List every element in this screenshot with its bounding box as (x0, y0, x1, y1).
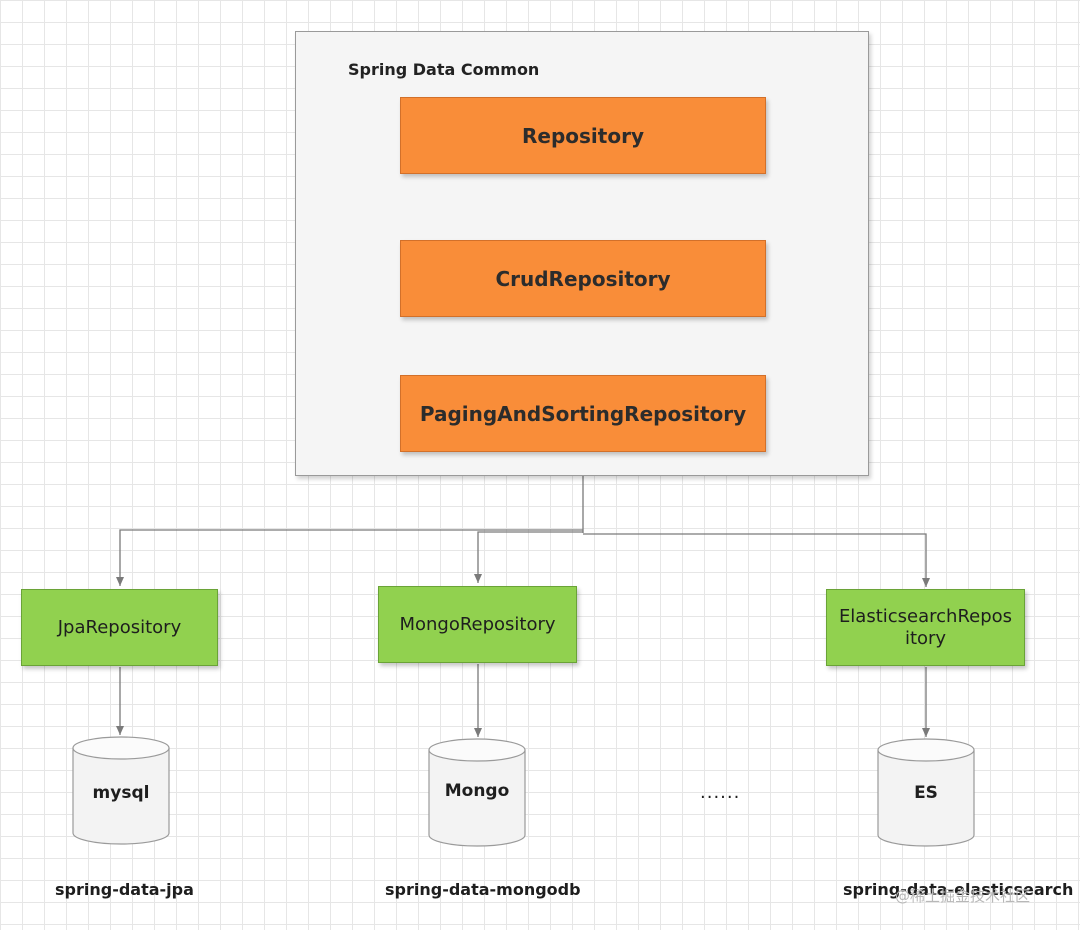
mysql-database[interactable]: mysql (72, 736, 170, 846)
database-cylinder-icon (72, 736, 170, 845)
elasticsearch-repository-box[interactable]: ElasticsearchRepos itory (826, 589, 1025, 666)
branch-elastic (583, 533, 930, 587)
module-label-mongodb: spring-data-mongodb (385, 880, 581, 899)
crud-repository-box[interactable]: CrudRepository (400, 240, 766, 317)
mongo-repository-box[interactable]: MongoRepository (378, 586, 577, 663)
es-database[interactable]: ES (877, 738, 975, 848)
database-cylinder-icon (428, 738, 526, 847)
container-label: Spring Data Common (348, 60, 540, 79)
database-cylinder-icon (877, 738, 975, 847)
paging-and-sorting-repository-box[interactable]: PagingAndSortingRepository (400, 375, 766, 452)
jpa-repository-box[interactable]: JpaRepository (21, 589, 218, 666)
branch-jpa (116, 529, 583, 586)
watermark: @稀土掘金技术社区 (895, 887, 1031, 905)
repository-box[interactable]: Repository (400, 97, 766, 174)
database-label: ES (914, 783, 938, 803)
ellipsis: ...... (700, 782, 741, 803)
module-label-elasticsearch: spring-data-elasticsearch (843, 880, 1074, 899)
branch-mongo (474, 531, 583, 583)
database-label: Mongo (444, 781, 510, 801)
database-label: mysql (92, 783, 150, 803)
module-label-jpa: spring-data-jpa (55, 880, 194, 899)
mongo-database[interactable]: Mongo (428, 738, 526, 848)
